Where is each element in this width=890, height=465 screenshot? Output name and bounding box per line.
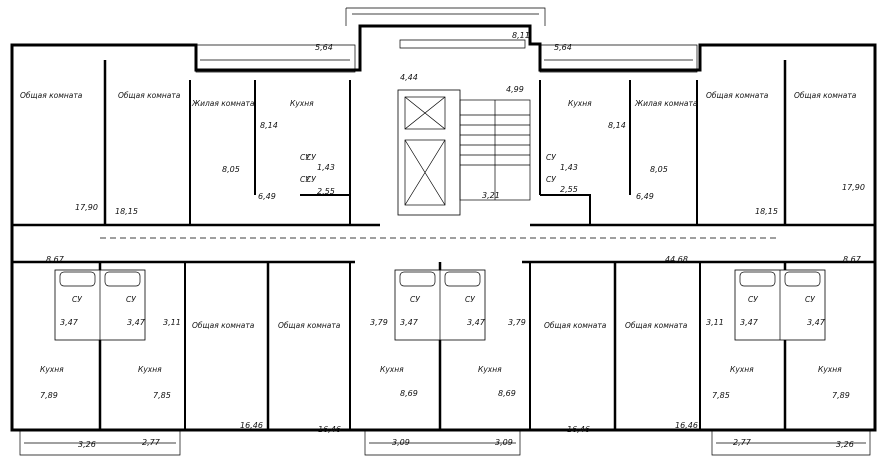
area-number: 3,47 [740,318,759,327]
room-area: 7,85 [153,391,171,400]
room-area: 17,90 [842,183,865,192]
outer-walls [10,7,877,432]
area-number: 5,64 [315,43,333,52]
area-number: 3,79 [508,318,526,327]
area-number: 44,68 [665,255,688,264]
room-area: 18,15 [115,207,138,216]
area-number: 3,09 [392,438,410,447]
room-area: 7,89 [40,391,58,400]
room-name: Кухня [40,365,64,374]
area-number: 8,67 [843,255,862,264]
area-number: 3,26 [78,440,96,449]
su-label: СУ [546,175,556,184]
room-area: 7,85 [712,391,730,400]
room-name: Кухня [568,99,592,108]
room-name: Кухня [478,365,502,374]
su-label: СУ [410,295,420,304]
area-number: 3,47 [60,318,79,327]
room-name: Общая комната [278,321,341,330]
area-number: 6,49 [636,192,654,201]
area-number: 3,47 [127,318,146,327]
top-partitions [103,60,787,225]
su-label: СУ [546,153,556,162]
room-area: 16,46 [675,421,698,430]
room-labels: Общая комната 17,90 Общая комната 18,15 … [20,91,865,434]
su-label: СУ [126,295,136,304]
area-number: 2,77 [733,438,752,447]
other-areas: 5,64 8,11 5,64 4,44 4,99 6,49 6,49 3,21 … [46,31,862,449]
room-name: Общая комната [20,91,83,100]
su-labels: СУ СУ СУ СУ СУ СУ СУ СУ СУ СУ [72,153,815,304]
room-name: Кухня [818,365,842,374]
room-area: 2,55 [317,187,335,196]
area-number: 8,11 [512,31,530,40]
room-area: 16,46 [240,421,263,430]
bottom-partitions [98,262,787,430]
room-area: 16,46 [318,425,341,434]
stair-core [397,89,531,216]
room-name: Кухня [138,365,162,374]
area-number: 4,99 [506,85,524,94]
room-area: 8,69 [498,389,516,398]
area-number: 3,11 [163,318,181,327]
room-area: 8,05 [222,165,240,174]
area-number: 3,26 [836,440,854,449]
area-number: 3,11 [706,318,724,327]
room-name: СУ [306,153,316,162]
room-area: 16,46 [567,425,590,434]
room-name: Жилая комната [634,99,698,108]
area-number: 3,09 [495,438,513,447]
su-label: СУ [805,295,815,304]
su-label: СУ [300,153,310,162]
su-label: СУ [72,295,82,304]
room-name: Жилая комната [191,99,255,108]
area-number: 3,47 [467,318,486,327]
room-area: 7,89 [832,391,850,400]
room-name: Общая комната [192,321,255,330]
area-number: 4,44 [400,73,418,82]
room-area: 8,14 [608,121,626,130]
area-number: 3,47 [400,318,419,327]
bathroom-blocks [54,269,826,341]
room-name: СУ [306,175,316,184]
balconies-top [195,39,698,73]
corridor [12,223,875,264]
area-number: 5,64 [554,43,572,52]
area-number: 2,77 [142,438,161,447]
room-area: 8,14 [260,121,278,130]
area-number: 6,49 [258,192,276,201]
su-label: СУ [300,175,310,184]
area-number: 8,67 [46,255,65,264]
room-area: 8,69 [400,389,418,398]
room-area: 1,43 [317,163,335,172]
room-name: Общая комната [544,321,607,330]
room-name: Общая комната [625,321,688,330]
room-area: 18,15 [755,207,778,216]
area-number: 3,79 [370,318,388,327]
area-number: 3,47 [807,318,826,327]
area-number: 3,21 [482,191,500,200]
room-name: Общая комната [118,91,181,100]
room-name: Общая комната [794,91,857,100]
room-area: 8,05 [650,165,668,174]
room-name: Кухня [380,365,404,374]
su-label: СУ [465,295,475,304]
room-name: Кухня [730,365,754,374]
balconies-bottom [19,430,871,456]
room-area: 17,90 [75,203,98,212]
room-name: Кухня [290,99,314,108]
room-name: Общая комната [706,91,769,100]
area-number: 1,43 [560,163,578,172]
area-number: 2,55 [560,185,578,194]
su-label: СУ [748,295,758,304]
